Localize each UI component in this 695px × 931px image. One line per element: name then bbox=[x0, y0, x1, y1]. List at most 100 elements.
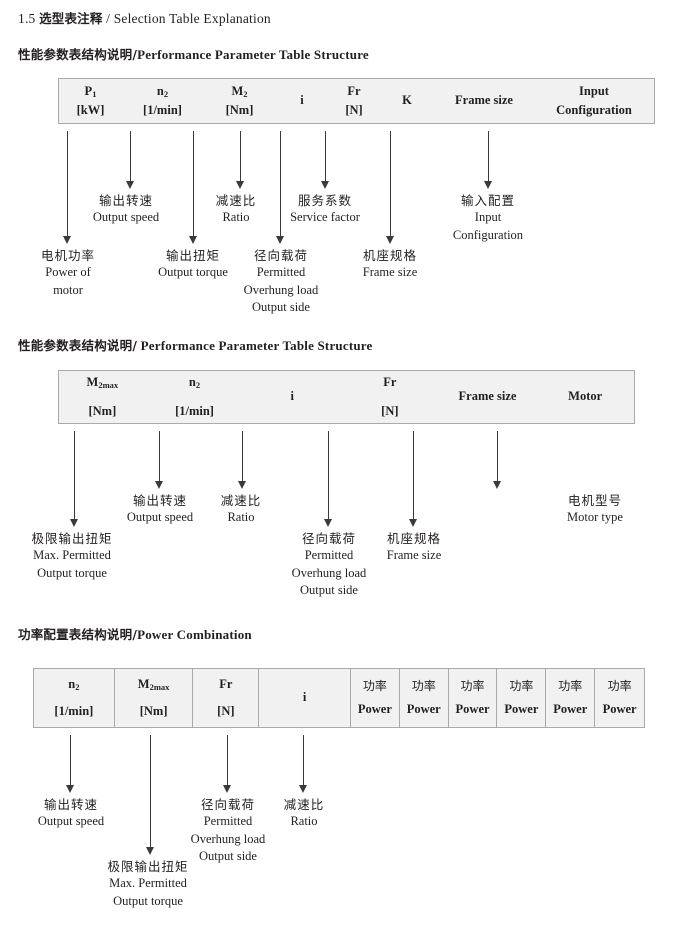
callout-en-1: Permitted bbox=[256, 265, 306, 280]
subscript: 2 bbox=[75, 682, 80, 693]
callout-cn: 输出转速 bbox=[98, 193, 153, 208]
table-3-col-power-3-cn: 功率 bbox=[460, 678, 485, 693]
table-2-col-n2: n2 [1/min] bbox=[146, 371, 244, 423]
section-1-heading-en: Performance Parameter Table Structure bbox=[137, 47, 369, 62]
callout-en-2: Overhung load bbox=[243, 282, 319, 297]
callout-en-1: Permitted bbox=[203, 814, 253, 829]
table-3-col-i-symbol: i bbox=[302, 690, 307, 705]
table-3-col-i: i bbox=[258, 669, 350, 727]
table-1-col-k-symbol: K bbox=[402, 93, 412, 108]
section-1-heading-cn: 性能参数表结构说明 bbox=[18, 47, 133, 62]
section-1-heading-sep: / bbox=[132, 47, 138, 62]
table-2-col-motor: Motor bbox=[536, 371, 634, 423]
callout-cn: 径向载荷 bbox=[253, 248, 308, 263]
section-3-heading-sep: / bbox=[132, 627, 138, 642]
callout-en-1: Service factor bbox=[290, 210, 360, 225]
arrow-to-ratio-2 bbox=[238, 431, 247, 489]
table-1-col-fr-symbol: Fr bbox=[347, 83, 361, 98]
section-number: 1.5 bbox=[18, 11, 36, 26]
table-2-col-i: i bbox=[243, 371, 341, 423]
callout-en-1: Permitted bbox=[304, 548, 354, 563]
performance-parameter-table-2-header: M2max [Nm] n2 [1/min] i Fr [N] Frame siz… bbox=[58, 370, 635, 424]
table-1-col-n2: n2 [1/min] bbox=[122, 79, 203, 123]
subscript: 2 bbox=[163, 88, 169, 99]
callout-output-speed-2: 输出转速 Output speed bbox=[110, 492, 210, 527]
table-3-col-power-4: 功率 Power bbox=[496, 669, 545, 727]
arrow-to-frame-size-2 bbox=[409, 431, 418, 527]
table-3-col-n2-unit: [1/min] bbox=[54, 703, 94, 718]
table-3-col-m2max: M2max [Nm] bbox=[113, 669, 193, 727]
callout-ratio-2: 减速比 Ratio bbox=[212, 492, 270, 527]
table-2-col-fr: Fr [N] bbox=[341, 371, 439, 423]
callout-en-3: Output side bbox=[199, 848, 257, 863]
callout-en-1: Ratio bbox=[290, 814, 318, 829]
arrow-to-permitted-overhung-load-2 bbox=[324, 431, 333, 527]
arrow-to-output-torque bbox=[189, 131, 198, 244]
callout-cn: 径向载荷 bbox=[200, 797, 255, 812]
arrow-to-frame-size bbox=[386, 131, 395, 244]
table-2-col-i-symbol: i bbox=[290, 389, 294, 404]
table-1-col-p1: P1 [kW] bbox=[59, 79, 122, 123]
arrow-to-service-factor bbox=[321, 131, 330, 189]
table-3-col-fr: Fr [N] bbox=[192, 669, 258, 727]
callout-cn: 输入配置 bbox=[460, 193, 515, 208]
table-3-col-power-5: 功率 Power bbox=[545, 669, 594, 727]
section-2-heading-cn: 性能参数表结构说明 bbox=[18, 338, 133, 353]
table-3-col-power-1-cn: 功率 bbox=[362, 678, 387, 693]
arrow-to-output-speed bbox=[126, 131, 135, 189]
arrow-to-output-speed-3 bbox=[66, 735, 75, 793]
callout-en-1: Motor type bbox=[567, 510, 623, 525]
callout-en-2: Output torque bbox=[113, 893, 183, 908]
callout-power-of-motor: 电机功率 Power of motor bbox=[22, 247, 114, 299]
arrow-to-ratio bbox=[236, 131, 245, 189]
arrow-to-permitted-overhung-load-3 bbox=[223, 735, 232, 793]
table-3-col-power-6-en: Power bbox=[602, 702, 637, 717]
callout-service-factor: 服务系数 Service factor bbox=[273, 192, 377, 227]
callout-output-torque: 输出扭矩 Output torque bbox=[143, 247, 243, 282]
table-2-col-n2-symbol: n2 bbox=[188, 374, 201, 390]
table-3-col-power-2: 功率 Power bbox=[398, 669, 448, 727]
table-3-col-power-6-cn: 功率 bbox=[607, 678, 632, 693]
callout-cn: 径向载荷 bbox=[301, 531, 356, 546]
table-3-col-fr-symbol: Fr bbox=[219, 677, 233, 692]
callout-max-permitted-output-torque: 极限输出扭矩 Max. Permitted Output torque bbox=[17, 530, 127, 582]
section-2-heading-sep: / bbox=[132, 338, 138, 353]
callout-cn: 极限输出扭矩 bbox=[107, 859, 189, 874]
table-1-col-k: K bbox=[380, 79, 434, 123]
callout-en-1: Max. Permitted bbox=[109, 876, 187, 891]
title-separator: / bbox=[106, 11, 111, 26]
table-1-col-i-symbol: i bbox=[300, 93, 304, 108]
callout-en-1: Output speed bbox=[126, 510, 194, 525]
callout-en-1: Power of bbox=[45, 265, 91, 280]
subscript: 2 bbox=[195, 379, 201, 390]
callout-en-1: Frame size bbox=[386, 548, 442, 563]
callout-cn: 减速比 bbox=[215, 193, 257, 208]
subscript: 1 bbox=[92, 88, 97, 99]
table-3-col-m2max-symbol: M2max bbox=[137, 677, 170, 693]
page-title: 1.5 选型表注释 / Selection Table Explanation bbox=[18, 8, 271, 27]
table-3-col-power-2-en: Power bbox=[406, 702, 441, 717]
callout-cn: 减速比 bbox=[220, 493, 262, 508]
table-2-col-frame-size: Frame size bbox=[439, 371, 537, 423]
callout-en-2: motor bbox=[53, 282, 83, 297]
callout-permitted-overhung-load-2: 径向载荷 Permitted Overhung load Output side bbox=[274, 530, 384, 599]
arrow-to-output-speed-2 bbox=[155, 431, 164, 489]
table-1-col-m2-unit: [Nm] bbox=[225, 103, 254, 117]
arrow-to-max-permitted-output-torque-3 bbox=[146, 735, 155, 855]
callout-output-speed: 输出转速 Output speed bbox=[76, 192, 176, 227]
table-2-col-m2max: M2max [Nm] bbox=[59, 371, 146, 423]
callout-en-1: Ratio bbox=[222, 210, 250, 225]
table-1-col-p1-unit: [kW] bbox=[76, 103, 105, 117]
power-combination-table-header: n2 [1/min] M2max [Nm] Fr [N] i 功率 Power … bbox=[33, 668, 645, 728]
callout-en-1: Output speed bbox=[37, 814, 105, 829]
table-1-col-frame-size: Frame size bbox=[434, 79, 534, 123]
callout-en-3: Output side bbox=[300, 582, 358, 597]
arrow-to-max-permitted-output-torque bbox=[70, 431, 79, 527]
arrow-to-power-of-motor bbox=[63, 131, 72, 244]
section-2-heading: 性能参数表结构说明/ Performance Parameter Table S… bbox=[18, 335, 372, 354]
callout-en-1: Output torque bbox=[158, 265, 228, 280]
callout-cn: 机座规格 bbox=[362, 248, 417, 263]
section-3-heading: 功率配置表结构说明/Power Combination bbox=[18, 624, 252, 643]
callout-cn: 减速比 bbox=[283, 797, 325, 812]
